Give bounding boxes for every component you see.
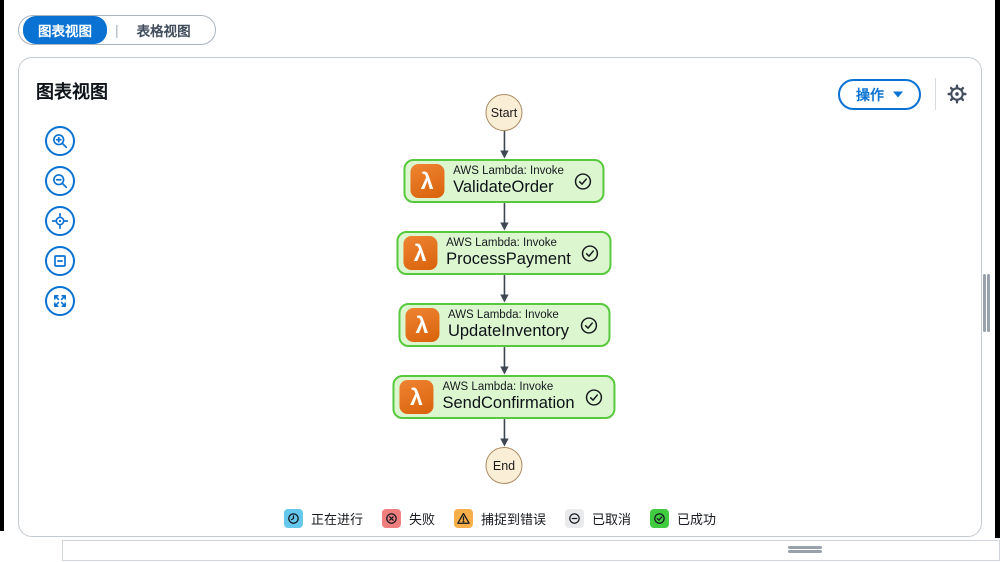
legend-label: 失败 xyxy=(408,512,435,527)
caught-error-warning-icon xyxy=(453,509,473,528)
header-divider xyxy=(935,78,936,110)
legend-label: 已成功 xyxy=(677,512,717,527)
flow-arrow xyxy=(497,203,511,231)
flow-arrow xyxy=(497,275,511,303)
bottom-split-panel xyxy=(62,540,1000,561)
center-target-icon xyxy=(50,211,70,231)
graph-toolbar xyxy=(45,126,75,316)
step-type-label: AWS Lambda: Invoke xyxy=(442,380,554,393)
tab-graph-view[interactable]: 图表视图 xyxy=(23,16,107,44)
screen-edge-left xyxy=(0,0,4,531)
aws-lambda-icon: λ xyxy=(404,308,439,342)
graph-view-panel: 图表视图 操作 xyxy=(18,57,982,537)
start-node-label: Start xyxy=(490,105,518,120)
step-node-sendconfirmation[interactable]: λ AWS Lambda: Invoke SendConfirmation xyxy=(392,375,616,419)
succeeded-status-icon xyxy=(582,244,599,262)
gear-icon xyxy=(946,83,968,105)
page-title: 图表视图 xyxy=(36,82,108,102)
view-toggle: 图表视图 | 表格视图 xyxy=(18,15,216,45)
legend-label: 已取消 xyxy=(592,512,632,527)
succeeded-status-icon xyxy=(585,388,603,406)
flow-arrow xyxy=(497,347,511,375)
step-text: AWS Lambda: Invoke ValidateOrder xyxy=(453,165,564,197)
cancelled-minus-icon xyxy=(565,509,585,528)
step-type-label: AWS Lambda: Invoke xyxy=(453,164,564,177)
horizontal-resize-handle[interactable] xyxy=(788,546,822,554)
flow-arrow xyxy=(497,131,511,159)
step-name-label: SendConfirmation xyxy=(442,394,575,413)
status-legend: 正在进行 失败 捕捉到错误 已取消 已成功 xyxy=(283,509,716,528)
step-node-validateorder[interactable]: λ AWS Lambda: Invoke ValidateOrder xyxy=(403,159,605,203)
screen-edge-right xyxy=(995,0,1000,538)
flow-arrow xyxy=(497,419,511,447)
failed-x-icon xyxy=(381,509,401,528)
fullscreen-button[interactable] xyxy=(45,286,75,316)
step-text: AWS Lambda: Invoke ProcessPayment xyxy=(446,237,571,269)
start-node[interactable]: Start xyxy=(485,94,523,131)
step-type-label: AWS Lambda: Invoke xyxy=(446,236,557,249)
workflow-graph: Start λ AWS Lambda: Invoke ValidateOrder… xyxy=(392,94,616,484)
center-view-button[interactable] xyxy=(45,206,75,236)
chevron-down-icon xyxy=(893,91,903,98)
aws-lambda-icon: λ xyxy=(410,164,445,198)
end-node[interactable]: End xyxy=(485,447,523,484)
end-node-label: End xyxy=(492,458,516,473)
succeeded-check-icon xyxy=(650,509,670,528)
aws-lambda-icon: λ xyxy=(399,380,434,414)
fit-view-button[interactable] xyxy=(45,246,75,276)
in-progress-clock-icon xyxy=(283,509,303,528)
legend-item-succeeded: 已成功 xyxy=(650,509,716,528)
legend-item-in-progress: 正在进行 xyxy=(283,509,363,528)
tab-divider: | xyxy=(115,22,119,38)
zoom-in-icon xyxy=(50,131,70,151)
step-name-label: ProcessPayment xyxy=(446,250,571,269)
vertical-resize-handle[interactable] xyxy=(983,274,991,332)
aws-lambda-icon: λ xyxy=(403,236,438,270)
legend-item-cancelled: 已取消 xyxy=(565,509,631,528)
step-node-updateinventory[interactable]: λ AWS Lambda: Invoke UpdateInventory xyxy=(397,303,611,347)
zoom-in-button[interactable] xyxy=(45,126,75,156)
zoom-out-icon xyxy=(50,171,70,191)
succeeded-status-icon xyxy=(580,316,597,334)
step-text: AWS Lambda: Invoke UpdateInventory xyxy=(448,309,569,341)
fit-view-icon xyxy=(50,251,70,271)
step-text: AWS Lambda: Invoke SendConfirmation xyxy=(442,381,574,413)
legend-label: 捕捉到错误 xyxy=(480,512,547,527)
tab-table-view[interactable]: 表格视图 xyxy=(136,24,191,39)
settings-button[interactable] xyxy=(945,82,969,106)
step-name-label: ValidateOrder xyxy=(453,178,554,197)
actions-dropdown-button[interactable]: 操作 xyxy=(838,79,921,110)
legend-item-failed: 失败 xyxy=(381,509,435,528)
succeeded-status-icon xyxy=(575,172,592,190)
step-name-label: UpdateInventory xyxy=(447,322,570,341)
actions-button-label: 操作 xyxy=(856,86,884,103)
legend-item-caught-error: 捕捉到错误 xyxy=(453,509,547,528)
step-type-label: AWS Lambda: Invoke xyxy=(447,308,559,321)
zoom-out-button[interactable] xyxy=(45,166,75,196)
fullscreen-expand-icon xyxy=(50,291,70,311)
legend-label: 正在进行 xyxy=(310,512,363,527)
step-node-processpayment[interactable]: λ AWS Lambda: Invoke ProcessPayment xyxy=(396,231,612,275)
